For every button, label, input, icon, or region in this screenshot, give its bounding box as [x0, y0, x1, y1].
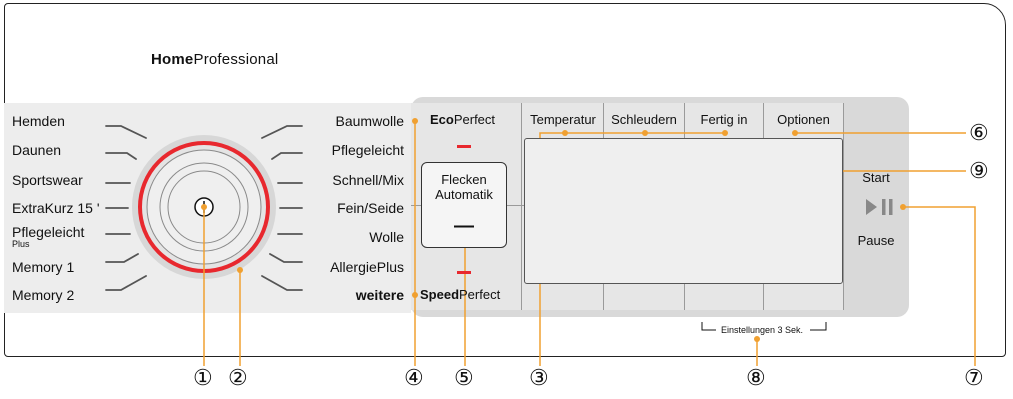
flecken-symbol: —: [454, 215, 474, 237]
callout-dot: [412, 292, 418, 298]
fertig-in-button[interactable]: Fertig in: [700, 112, 748, 127]
divider: [521, 103, 522, 310]
program-baumwolle: Baumwolle: [335, 113, 404, 129]
callout-8: ⑧: [746, 365, 766, 390]
lcd-display: [524, 138, 843, 284]
dial-tick: [271, 152, 303, 160]
program-pflegeleicht: Pflegeleicht: [331, 142, 404, 158]
optionen-button[interactable]: Optionen: [777, 112, 830, 127]
program-sportswear: Sportswear: [12, 172, 83, 188]
schleudern-button[interactable]: Schleudern: [611, 112, 677, 127]
program-plus-sub: Plus: [12, 239, 30, 249]
dial-tick: [261, 125, 303, 139]
program-weitere: weitere: [355, 287, 404, 303]
callout-dot: [201, 204, 207, 210]
callout-3: ③: [529, 365, 549, 390]
callout-6: ⑥: [969, 120, 989, 145]
play-pause-icon: [866, 199, 893, 215]
callout-dot: [754, 336, 760, 342]
callout-4: ④: [404, 365, 424, 390]
program-memory2: Memory 2: [12, 287, 75, 303]
bracket-left: [701, 322, 716, 331]
callout-dot: [237, 267, 243, 273]
program-memory1: Memory 1: [12, 259, 75, 275]
dial-tick: [105, 125, 147, 139]
fleckenautomatik-button[interactable]: Flecken Automatik —: [421, 162, 507, 248]
callout-1: ①: [193, 365, 213, 390]
pause-bar-icon: [889, 199, 893, 215]
program-extrakurz: ExtraKurz 15 ': [12, 200, 100, 216]
program-hemden: Hemden: [12, 113, 65, 129]
brand-logo: HomeProfessional: [151, 51, 279, 68]
program-pflegeleicht-plus: Pflegeleicht: [12, 224, 85, 240]
program-schnell-mix: Schnell/Mix: [332, 172, 404, 188]
pause-bar-icon: [882, 199, 886, 215]
callout-5: ⑤: [454, 365, 474, 390]
callout-dot: [412, 118, 418, 124]
ecoperfect-button[interactable]: EcoPerfect: [430, 112, 496, 127]
dial-tick: [269, 253, 303, 263]
start-pause-button[interactable]: [860, 195, 900, 219]
program-daunen: Daunen: [12, 142, 62, 158]
program-allergieplus: AllergiePlus: [330, 259, 404, 275]
start-label: Start: [862, 170, 890, 185]
divider: [843, 103, 844, 310]
callout-dot: [562, 130, 568, 136]
dial-tick: [105, 253, 139, 263]
leader-7: [903, 206, 976, 366]
dial-tick: [261, 275, 303, 291]
flecken-label: Flecken Automatik: [435, 172, 493, 202]
callout-dot: [792, 130, 798, 136]
settings-note: Einstellungen 3 Sek.: [721, 325, 804, 335]
ecoperfect-indicator: [457, 145, 471, 148]
dial-tick: [105, 152, 137, 160]
speedperfect-button[interactable]: SpeedPerfect: [420, 287, 501, 302]
program-wolle: Wolle: [369, 229, 404, 245]
program-fein-seide: Fein/Seide: [337, 200, 404, 216]
bracket-right: [810, 322, 827, 331]
temperatur-button[interactable]: Temperatur: [530, 112, 596, 127]
callout-dot: [900, 204, 906, 210]
callout-2: ②: [228, 365, 248, 390]
dial-tick: [105, 275, 147, 291]
callout-dot: [722, 130, 728, 136]
pause-label: Pause: [857, 233, 895, 248]
callout-9: ⑨: [969, 158, 989, 183]
speedperfect-indicator: [457, 271, 471, 274]
play-icon: [866, 199, 877, 215]
callout-dot: [642, 130, 648, 136]
callout-7: ⑦: [964, 365, 984, 390]
leader-3: [539, 132, 565, 366]
